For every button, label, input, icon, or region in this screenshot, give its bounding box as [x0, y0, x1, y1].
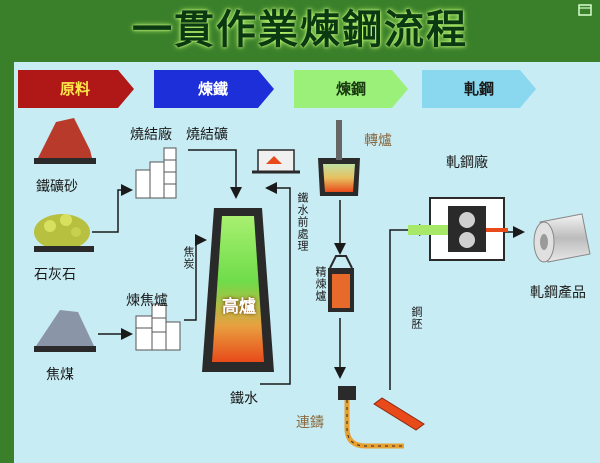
- phase-arrow-raw-materials: [18, 70, 134, 108]
- rolling-mill-label: 軋鋼廠: [446, 155, 488, 171]
- coal-pile: [34, 310, 96, 352]
- blast-furnace-label: 高爐: [222, 297, 256, 317]
- iron-ore-label: 鐵礦砂: [36, 179, 78, 195]
- rolling-mill: [408, 197, 508, 261]
- sinter-ore-label: 燒結礦: [186, 127, 228, 143]
- phase-arrow-ironmaking: [154, 70, 274, 108]
- pretreatment-vessel: [252, 149, 300, 174]
- molten-iron-label: 鐵水: [230, 391, 258, 407]
- pretreatment-label: 鐵水前處理: [296, 192, 309, 252]
- phase-arrow-steelmaking: [294, 70, 408, 108]
- rolled-products-label: 軋鋼產品: [530, 285, 586, 301]
- diagram-slide: [14, 62, 600, 463]
- continuous-casting-label: 連鑄: [296, 415, 324, 431]
- sinter-plant-building: [135, 147, 177, 199]
- phase-label-steelmaking: 煉鋼: [335, 80, 366, 98]
- page-title: 一貫作業煉鋼流程: [132, 6, 468, 53]
- phase-label-raw-materials: 原料: [59, 80, 90, 98]
- steel-billet-label: 鋼胚: [410, 306, 423, 330]
- converter-furnace: [318, 120, 360, 196]
- phase-label-rolling: 軋鋼: [463, 80, 494, 98]
- continuous-caster: [338, 386, 404, 449]
- coal-label: 焦煤: [46, 367, 74, 383]
- blast-furnace: [202, 208, 274, 372]
- limestone-label: 石灰石: [34, 267, 76, 283]
- coke-oven-label: 煉焦爐: [126, 293, 168, 309]
- refining-furnace: [328, 255, 354, 312]
- rolled-coil: [533, 213, 591, 263]
- toolbar-icon[interactable]: [578, 4, 592, 16]
- steel-billet: [373, 397, 425, 431]
- converter-label: 轉爐: [364, 133, 392, 149]
- coke-oven-building: [135, 303, 181, 351]
- phase-arrow-rolling: [422, 70, 536, 108]
- iron-ore-pile: [34, 118, 96, 164]
- refining-label: 精煉爐: [314, 266, 327, 302]
- phase-label-ironmaking: 煉鐵: [197, 80, 228, 98]
- sinter-plant-label: 燒結廠: [130, 127, 172, 143]
- coke-label: 焦炭: [182, 246, 195, 270]
- limestone-pile: [34, 214, 94, 252]
